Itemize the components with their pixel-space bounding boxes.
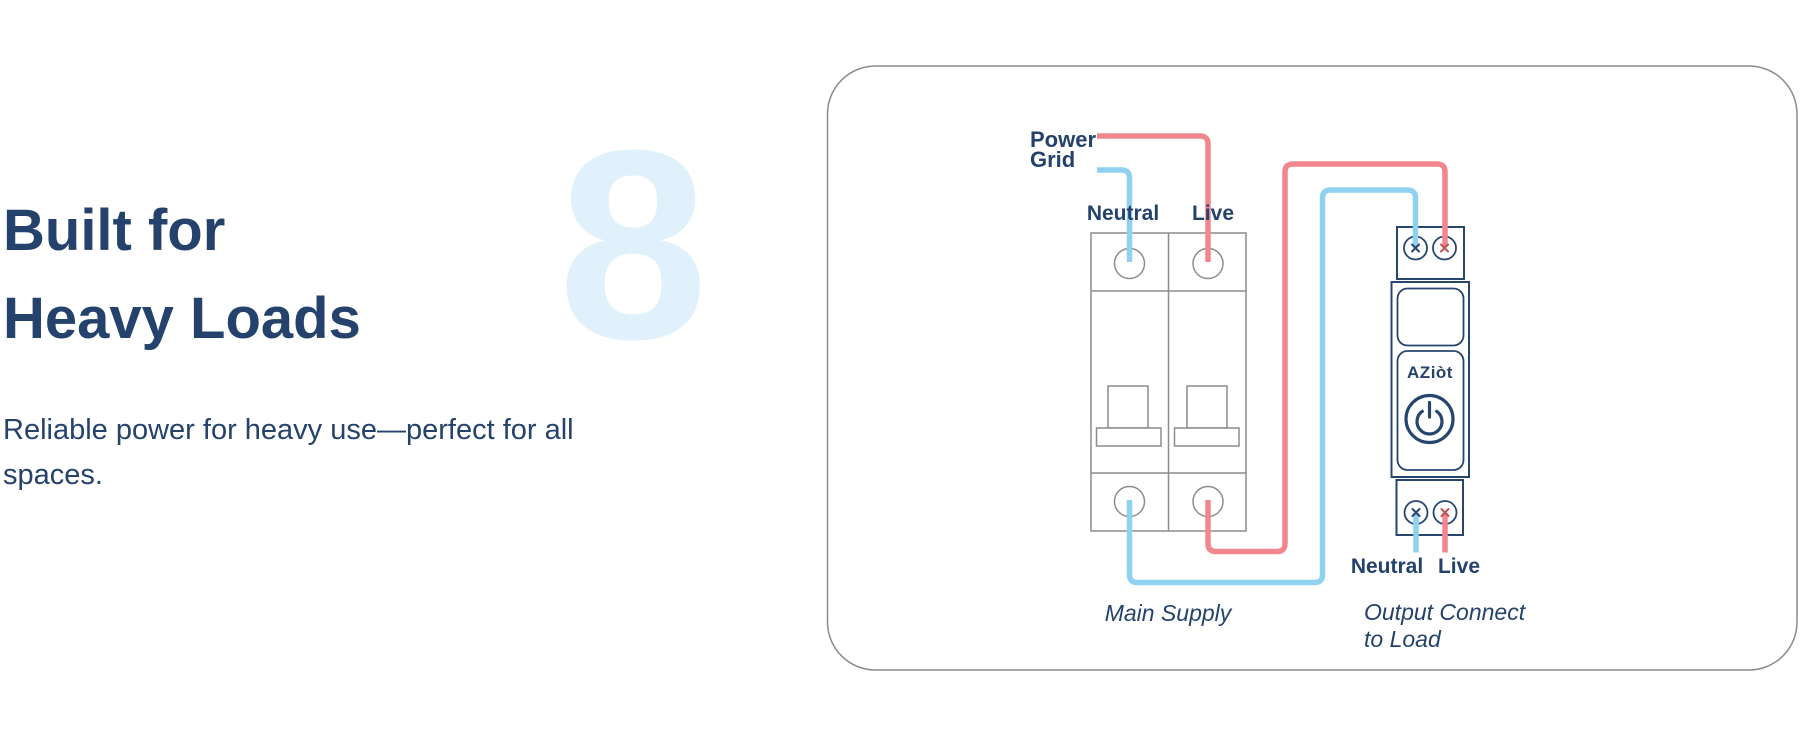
circuit-breaker bbox=[1090, 232, 1247, 532]
breaker-toggle-handle-left bbox=[1095, 385, 1162, 447]
diagram-panel-border bbox=[826, 65, 1798, 671]
output-connect-caption: Output Connect to Load bbox=[1364, 599, 1526, 652]
section-number: 8 bbox=[558, 95, 709, 396]
breaker-neutral-label: Neutral bbox=[1086, 202, 1160, 225]
x-icon bbox=[1440, 243, 1449, 253]
breaker-live-label: Live bbox=[1191, 202, 1235, 225]
wire-live-grid-to-breaker bbox=[1097, 133, 1211, 262]
main-supply-caption: Main Supply bbox=[1104, 600, 1232, 626]
section-title: Built for Heavy Loads bbox=[3, 187, 361, 363]
breaker-toggle-handle-right bbox=[1173, 385, 1240, 447]
device-display-window bbox=[1396, 287, 1465, 347]
terminal-x-marks bbox=[1411, 243, 1450, 517]
device-neutral-label: Neutral bbox=[1350, 555, 1424, 578]
wires bbox=[1097, 133, 1448, 586]
x-icon bbox=[1411, 243, 1420, 253]
wire-neutral-breaker-to-device bbox=[1126, 187, 1419, 586]
x-icon bbox=[1411, 508, 1421, 517]
x-icon bbox=[1440, 508, 1450, 517]
device-live-label: Live bbox=[1437, 555, 1481, 578]
wire-live-breaker-to-device bbox=[1205, 161, 1448, 555]
section-subtitle: Reliable power for heavy use—perfect for… bbox=[3, 414, 574, 491]
section-title-line-2: Heavy Loads bbox=[3, 286, 361, 351]
power-grid-label: Power Grid bbox=[1030, 127, 1097, 172]
wire-neutral-grid-to-breaker bbox=[1097, 167, 1133, 262]
power-button-icon bbox=[1404, 393, 1455, 445]
device-brand-logo: AZiòt bbox=[1407, 363, 1453, 382]
section-title-line-1: Built for bbox=[3, 198, 226, 263]
